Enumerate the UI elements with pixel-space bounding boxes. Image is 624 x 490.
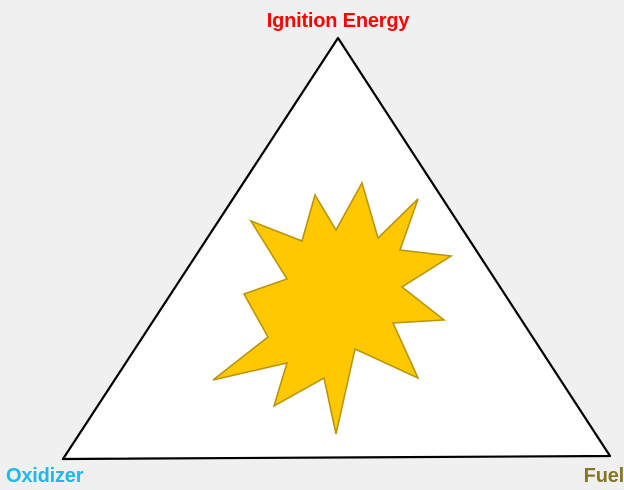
explosion-burst-icon: [212, 180, 454, 435]
oxidizer-label: Oxidizer: [6, 465, 84, 487]
fuel-label: Fuel: [583, 465, 624, 487]
ignition-energy-label: Ignition Energy: [266, 10, 410, 32]
